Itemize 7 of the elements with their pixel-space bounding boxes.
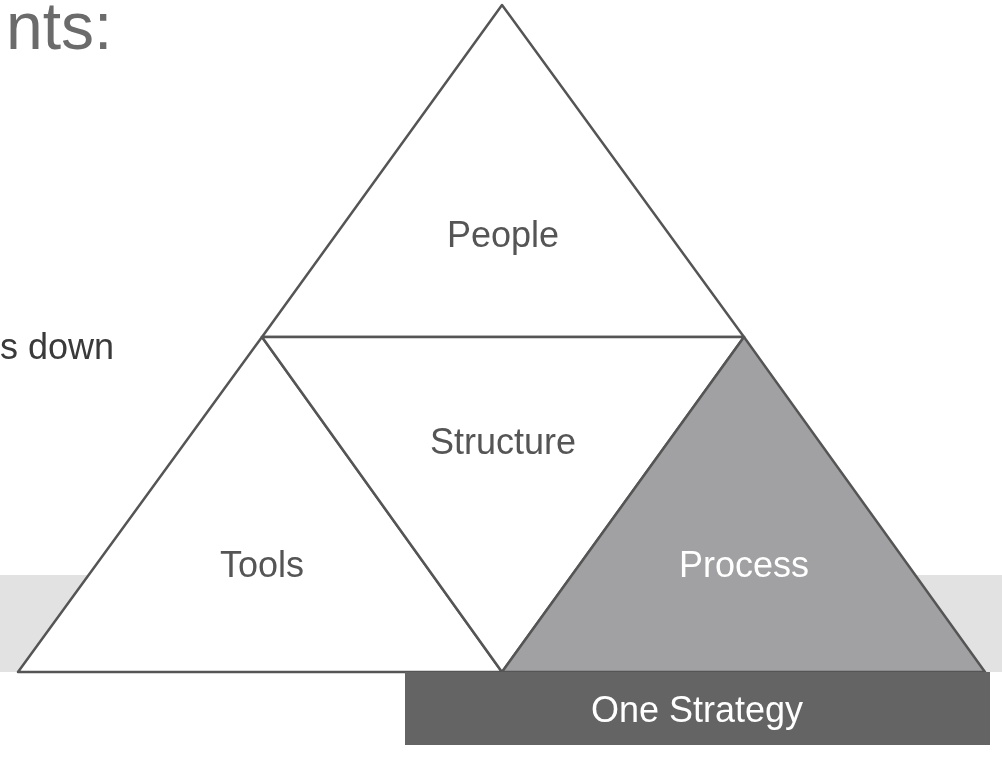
- segment-label: One Strategy: [590, 689, 804, 731]
- segment-label: Tools: [220, 544, 304, 586]
- segment-label: People: [446, 214, 560, 256]
- segment-label: Structure: [429, 421, 577, 463]
- body-text: s down: [0, 326, 115, 368]
- title-text: nts:: [6, 0, 113, 64]
- segment-label: Process: [679, 544, 809, 586]
